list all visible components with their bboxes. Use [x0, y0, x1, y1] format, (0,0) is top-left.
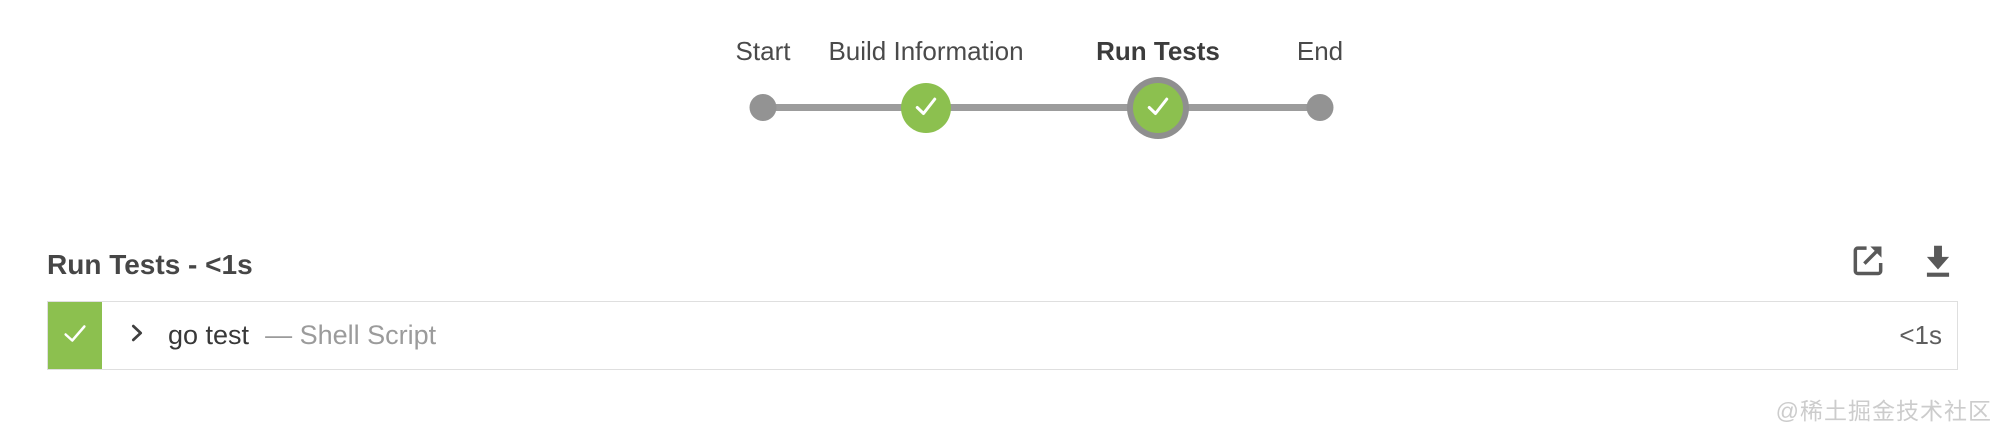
watermark: @稀土掘金技术社区: [1775, 398, 1992, 424]
stage-node-end[interactable]: [1306, 94, 1334, 121]
stage-node-start[interactable]: [749, 94, 777, 121]
download-log-button[interactable]: [1918, 241, 1958, 283]
success-check-icon: [911, 91, 941, 126]
success-check-icon: [60, 318, 90, 353]
stage-label-start: Start: [735, 36, 791, 66]
success-check-icon: [1143, 91, 1173, 126]
stage-detail-title: Run Tests - <1s: [47, 249, 253, 280]
pipeline-graph: Start Build Information Run Tests End: [0, 0, 1995, 170]
download-icon: [1919, 240, 1957, 285]
step-duration: <1s: [1899, 320, 1942, 350]
external-link-icon: [1849, 240, 1887, 285]
expand-step-chevron[interactable]: [126, 322, 148, 349]
stage-label-run-tests: Run Tests: [1096, 36, 1220, 66]
step-status-success: [48, 302, 102, 369]
step-name: go test: [168, 320, 250, 350]
log-actions: [1848, 241, 1958, 283]
stage-node-build-information[interactable]: [901, 83, 951, 133]
chevron-right-icon: [126, 322, 148, 349]
step-row[interactable]: go test — Shell Script <1s: [47, 301, 1958, 370]
pipeline-connector-line: [763, 104, 1320, 111]
stage-label-build-information: Build Information: [828, 36, 1024, 66]
step-type-label: — Shell Script: [265, 320, 437, 350]
stage-node-run-tests[interactable]: [1133, 83, 1183, 133]
stage-label-end: End: [1296, 36, 1344, 66]
open-log-external-button[interactable]: [1848, 241, 1888, 283]
